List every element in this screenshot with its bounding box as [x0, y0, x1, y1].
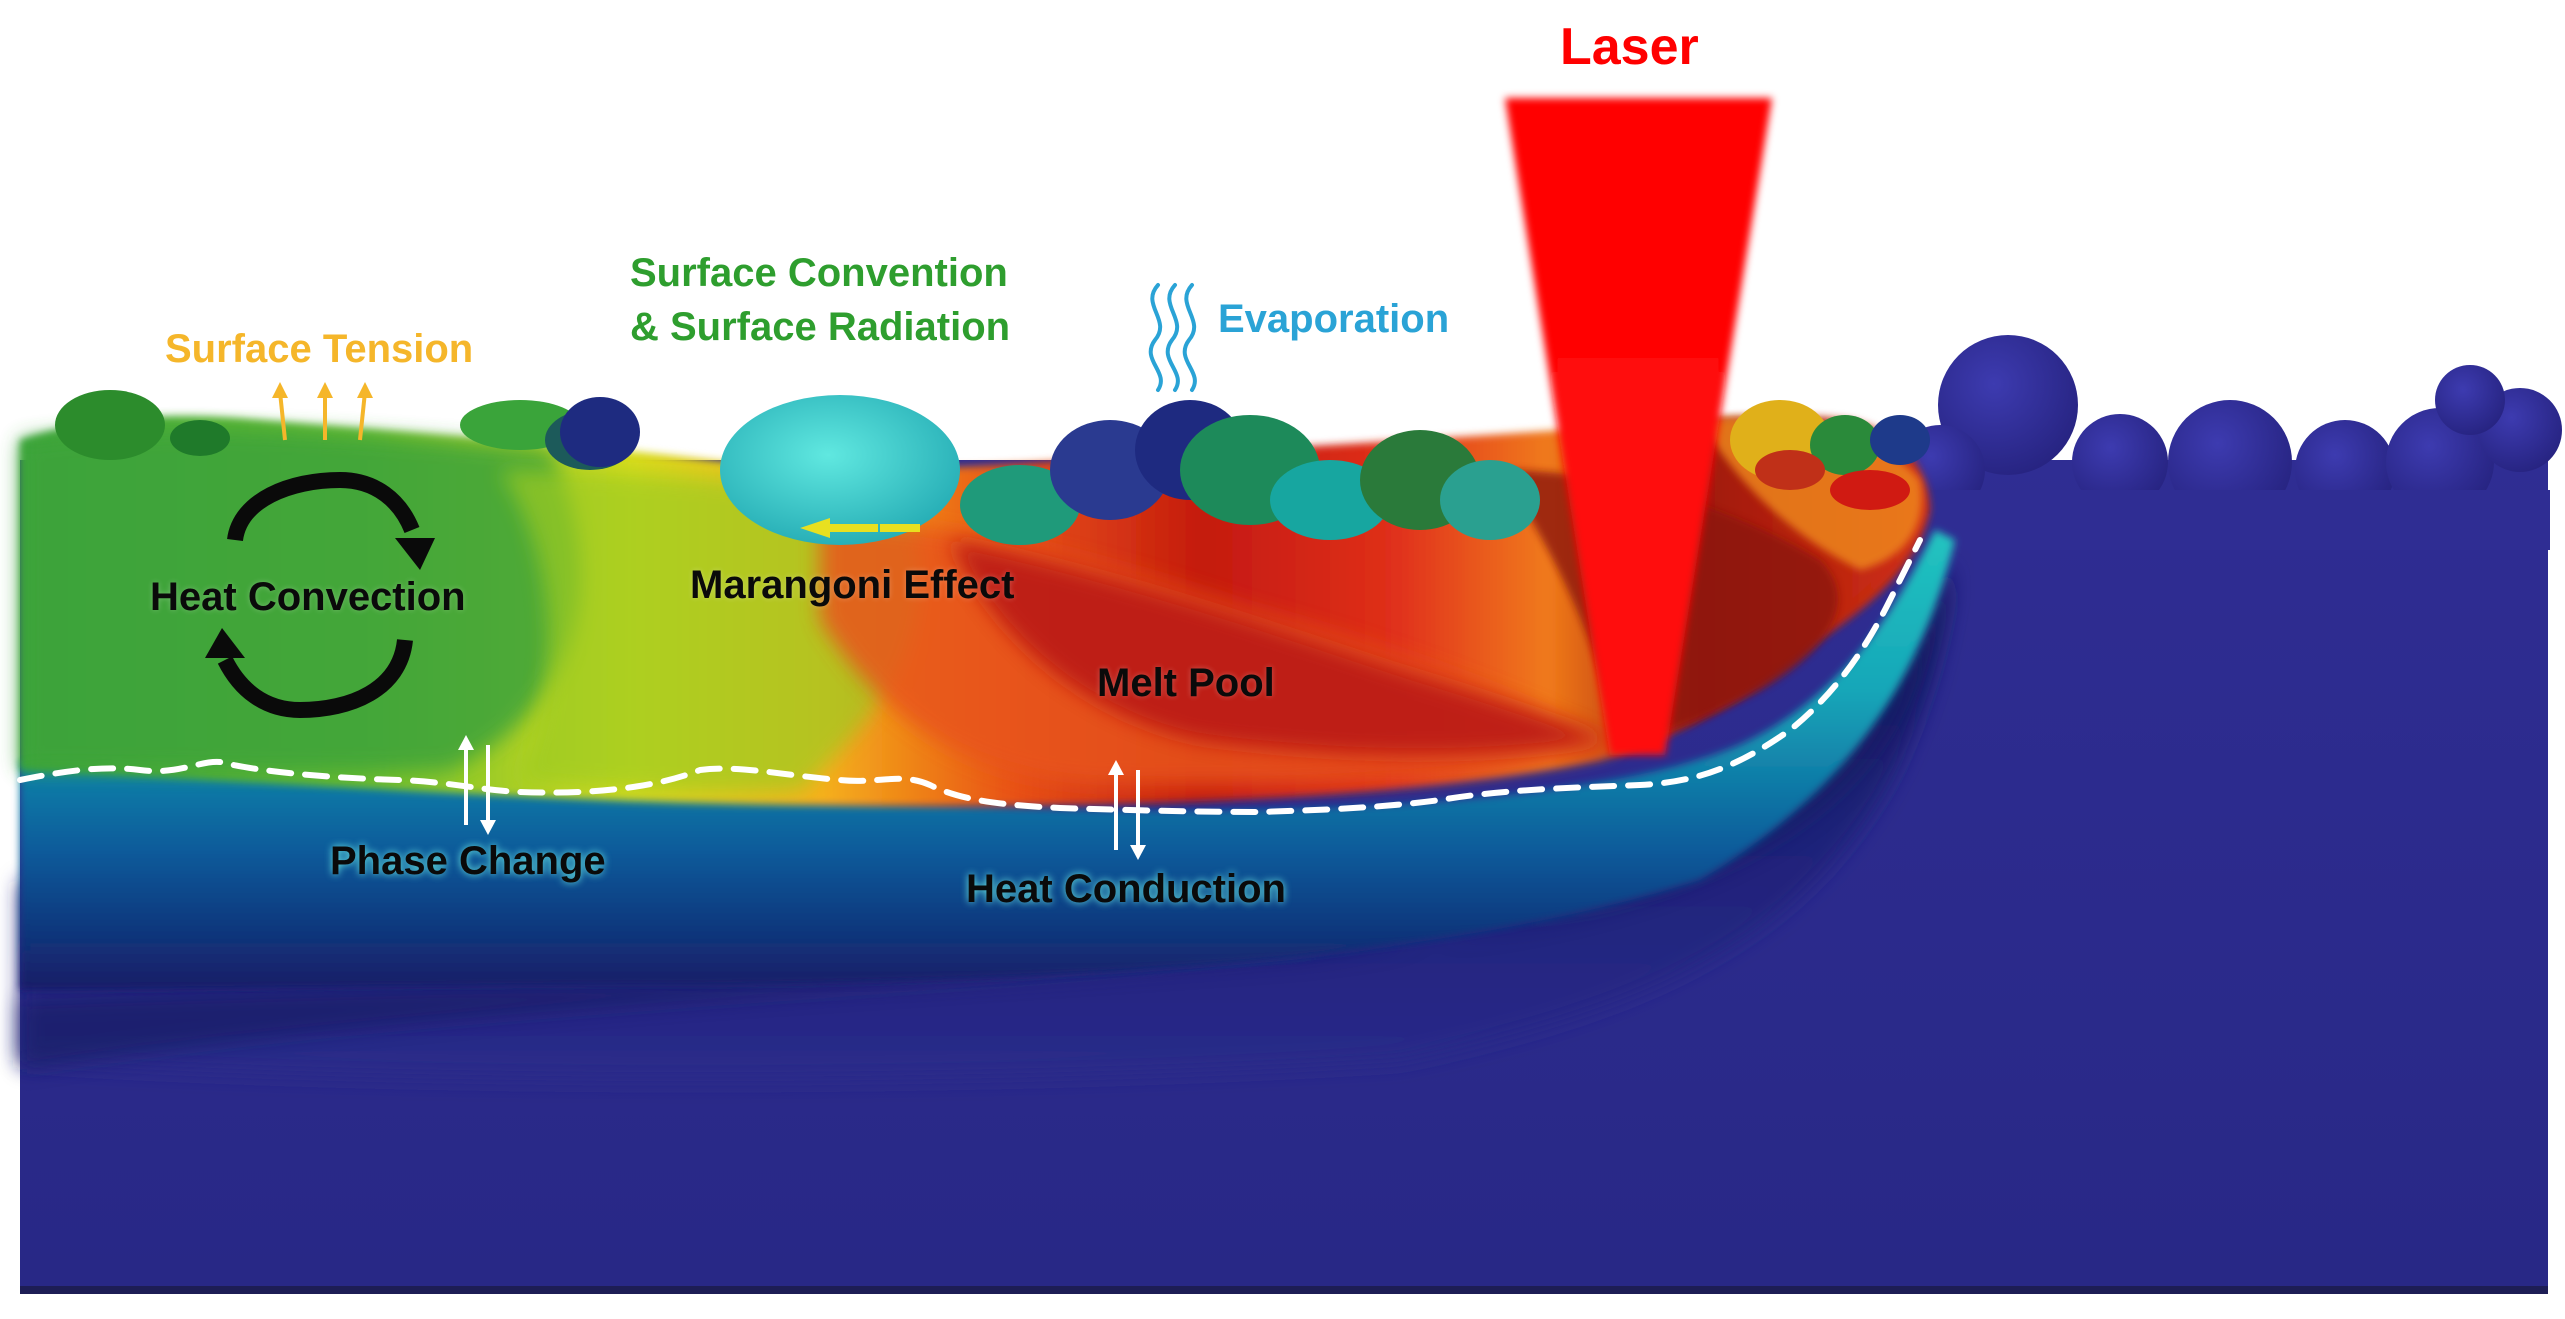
surface-features — [55, 390, 1930, 545]
melt-boundary-line — [17, 537, 1923, 816]
phase-change-label: Phase Change — [330, 839, 606, 883]
surface-convention-line1: Surface Convention — [630, 251, 1008, 295]
powder-particles-right — [1895, 335, 2562, 550]
surface-convention-label: Surface Convention & Surface Radiation — [630, 250, 1010, 350]
surface-tension-label: Surface Tension — [165, 327, 474, 371]
evaporation-icon — [1148, 283, 1197, 392]
melt-pool-label: Melt Pool — [1097, 661, 1275, 705]
heat-convection-arrows-icon — [205, 471, 435, 719]
heat-convection-label: Heat Convection — [150, 575, 466, 619]
marangoni-arrows — [800, 518, 920, 538]
surface-tension-arrows — [272, 382, 373, 441]
heat-affected-zone — [20, 560, 1950, 1079]
heat-conduction-label: Heat Conduction — [966, 867, 1286, 911]
surface-convention-line2: & Surface Radiation — [630, 305, 1011, 349]
heat-conduction-arrows — [1108, 760, 1146, 860]
substrate-base-line — [20, 1286, 2548, 1294]
conduction-band — [20, 530, 1955, 990]
marangoni-effect-label: Marangoni Effect — [690, 563, 1015, 607]
phase-change-arrows — [458, 735, 496, 835]
laser-beam — [1505, 98, 1772, 755]
evaporation-label: Evaporation — [1218, 297, 1450, 341]
laser-label: Laser — [1560, 18, 1699, 76]
